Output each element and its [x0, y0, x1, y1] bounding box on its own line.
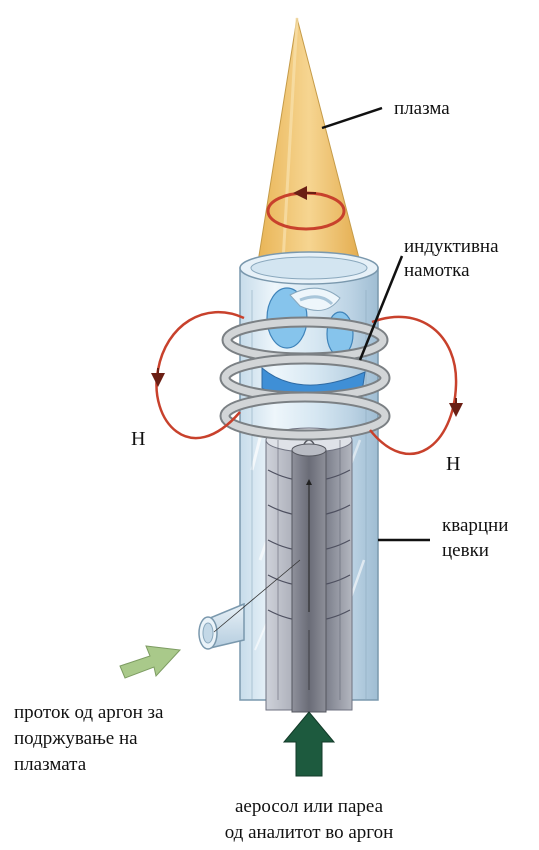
plasma-flame	[258, 18, 360, 274]
aerosol-label-line2: од аналитот во аргон	[225, 822, 394, 843]
plasma-label: плазма	[394, 98, 450, 119]
argon-flow-label-line2: подржување на	[14, 728, 138, 749]
aerosol-label-line1: аеросол или пареа	[235, 796, 384, 817]
induction-coil-label-line2: намотка	[404, 260, 470, 281]
dark-green-arrow-icon	[284, 712, 334, 776]
induction-coil-label-line1: индуктивна	[404, 236, 499, 257]
field-label-right: H	[446, 453, 460, 475]
argon-flow-label-line3: плазмата	[14, 754, 87, 775]
quartz-tubes-label-line2: цевки	[442, 540, 489, 561]
argon-flow-label-line1: проток од аргон за	[14, 702, 164, 723]
quartz-tubes-label-line1: кварцни	[442, 515, 508, 536]
central-injector-tube	[292, 440, 326, 712]
light-green-arrow-icon	[120, 646, 180, 678]
field-label-left: H	[131, 428, 145, 450]
